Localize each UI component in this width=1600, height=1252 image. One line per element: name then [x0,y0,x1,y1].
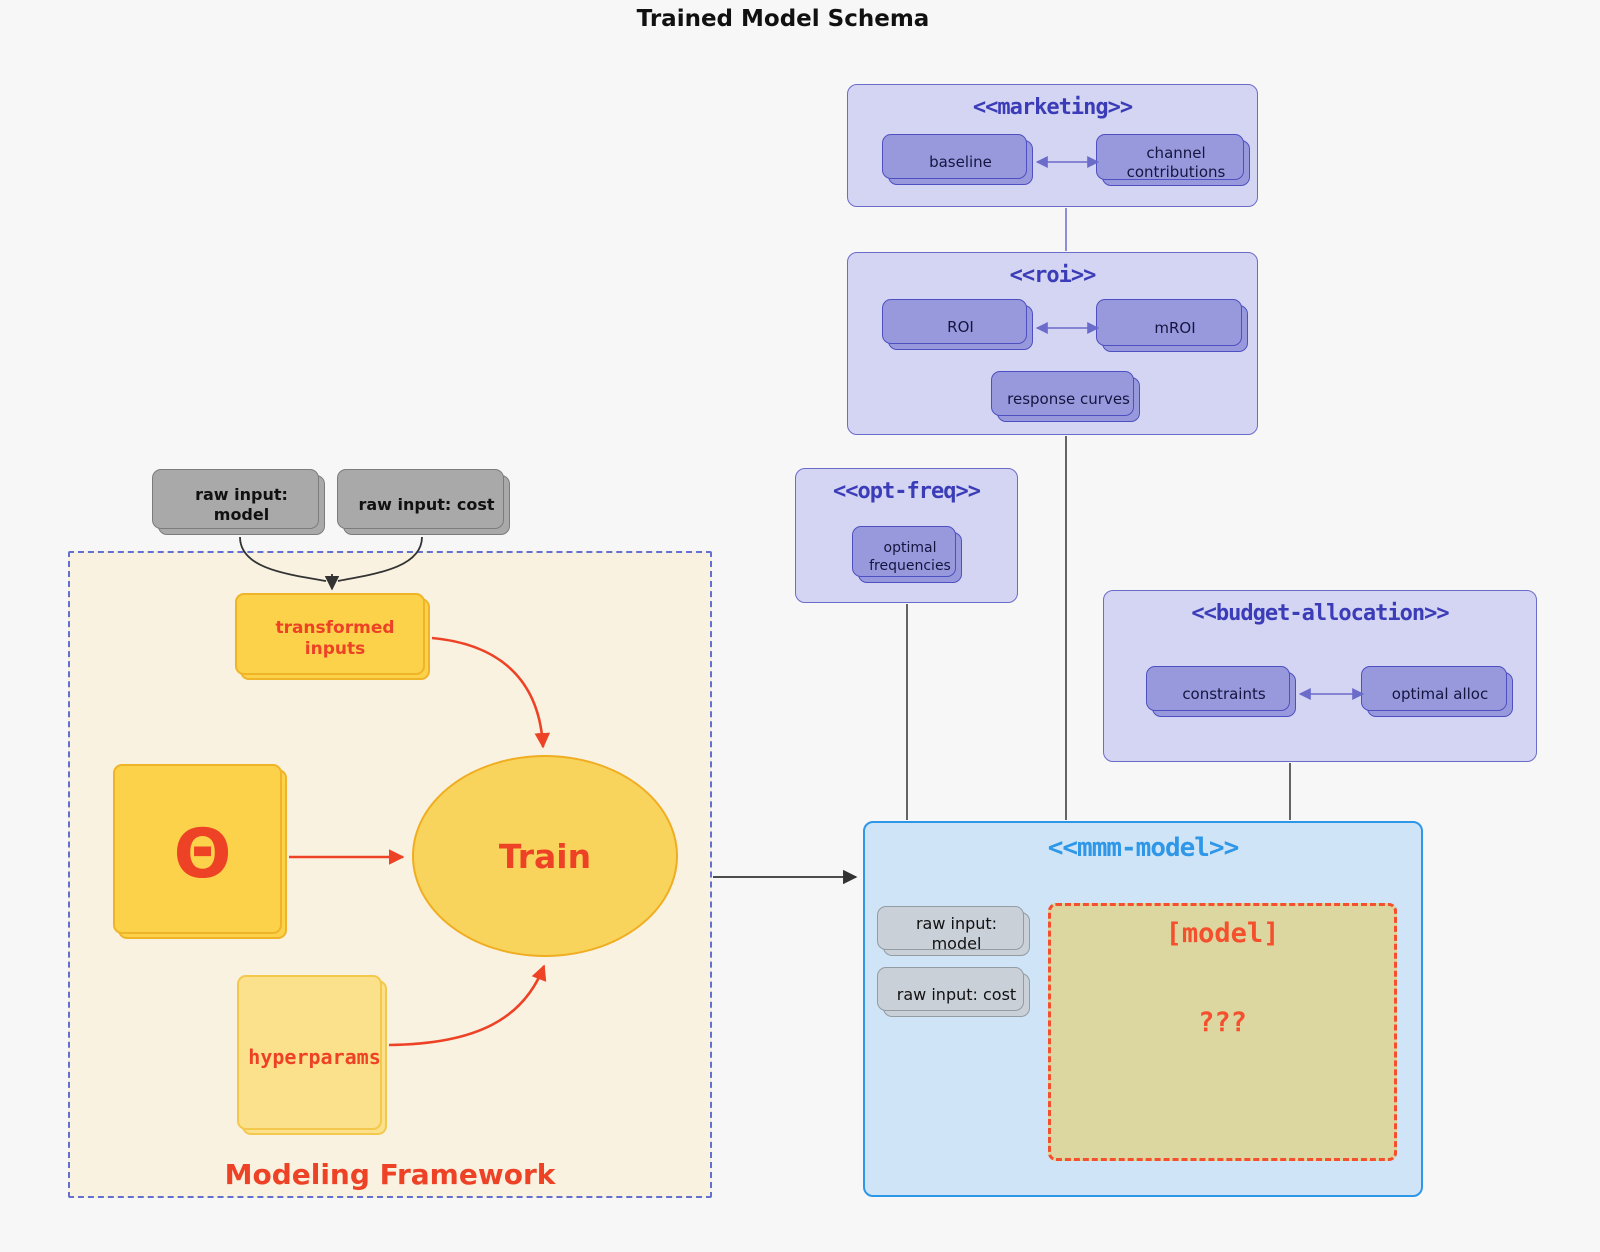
node-hyperparams: hyperparams [237,975,387,1135]
page-title: Trained Model Schema [636,6,930,32]
node-mmm-raw-input-cost: raw input: cost [877,967,1030,1017]
node-train: Train [412,755,678,957]
node-baseline: baseline [882,134,1033,185]
model-placeholder-title: [model] [1165,918,1280,949]
node-raw-input-cost: raw input: cost [337,469,510,535]
node-raw-input-model: raw input: model [152,469,325,535]
node-transformed-inputs: transformed inputs [235,593,430,680]
node-optimal-frequencies: optimal frequencies [852,526,962,583]
node-model-placeholder: [model] ??? [1048,903,1397,1161]
node-mmm-raw-input-model: raw input: model [877,906,1030,956]
cluster-budget-allocation-title: <<budget-allocation>> [1191,601,1449,626]
modeling-framework-label: Modeling Framework [224,1158,556,1191]
theta-symbol: Θ [173,814,232,894]
node-channel-contributions: channel contributions [1096,134,1250,186]
node-optimal-alloc: optimal alloc [1361,666,1513,717]
node-roi: ROI [882,299,1033,350]
cluster-opt-freq-title: <<opt-freq>> [833,479,981,504]
node-theta: Θ [113,764,287,939]
node-constraints: constraints [1146,666,1296,717]
cluster-roi-title: <<roi>> [1009,263,1097,288]
cluster-mmm-model-title: <<mmm-model>> [1047,833,1240,863]
node-response-curves: response curves [991,371,1140,422]
cluster-marketing-title: <<marketing>> [972,95,1133,120]
model-placeholder-body: ??? [1198,1007,1247,1038]
node-mroi: mROI [1096,299,1248,352]
